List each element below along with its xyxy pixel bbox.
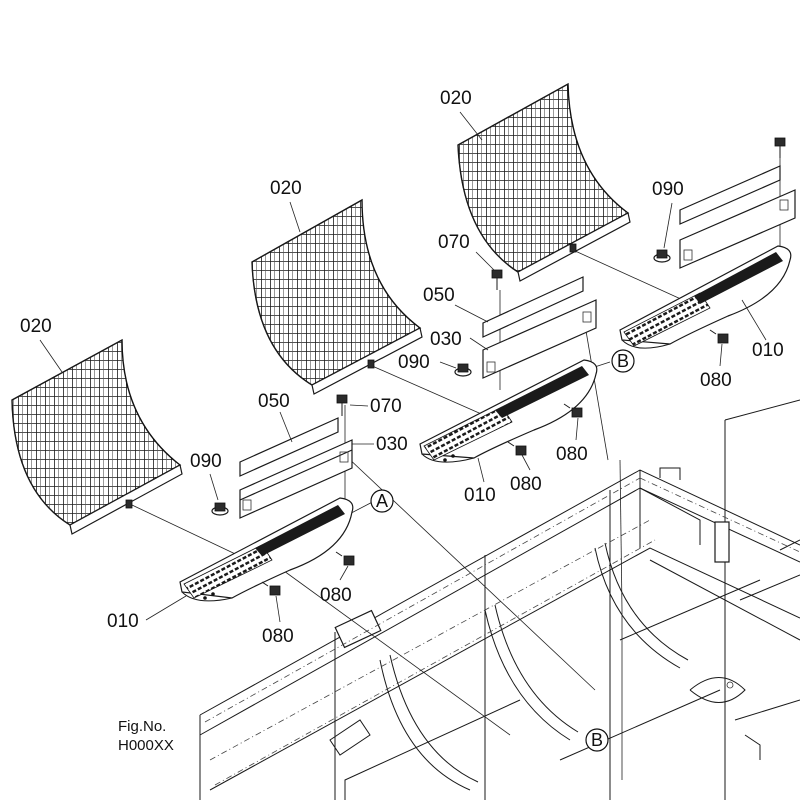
label-020-middle: 020 [270, 178, 302, 199]
reference-marker-b-top: B [611, 349, 635, 373]
bolt-080-middle-a [507, 441, 527, 456]
label-050-left: 050 [258, 391, 290, 412]
bolt-080-right [709, 329, 729, 344]
cover-plates-left [239, 417, 353, 519]
label-070-middle: 070 [438, 232, 470, 253]
reference-marker-b-bottom: B [585, 728, 609, 752]
bolt-090-right [653, 249, 671, 263]
label-080-middle-a: 080 [510, 474, 542, 495]
cover-plates-middle [482, 276, 597, 379]
bolt-070-middle [491, 269, 503, 290]
figure-number: Fig.No. H000XX [118, 718, 174, 754]
label-070-left: 070 [370, 396, 402, 417]
label-010-right: 010 [752, 340, 784, 361]
label-050-middle: 050 [423, 285, 455, 306]
label-030-middle: 030 [430, 329, 462, 350]
label-030-left: 030 [376, 434, 408, 455]
label-090-middle: 090 [398, 352, 430, 373]
concave-grate-right [457, 82, 631, 282]
label-080-left-b: 080 [320, 585, 352, 606]
bolt-080-left-a [261, 581, 281, 596]
guide-rail-middle [419, 359, 598, 463]
label-090-right: 090 [652, 179, 684, 200]
label-090-left: 090 [190, 451, 222, 472]
bolts [211, 137, 786, 596]
marker-b-text: B [617, 351, 629, 371]
guide-rail-right [619, 245, 792, 349]
reference-marker-a: A [370, 489, 394, 513]
marker-b-text: B [591, 730, 603, 750]
bolt-070-left [336, 394, 348, 416]
label-020-left: 020 [20, 316, 52, 337]
figure-number-label: Fig.No. [118, 718, 166, 735]
figure-number-value: H000XX [118, 737, 174, 754]
marker-a-text: A [376, 491, 388, 511]
label-010-middle: 010 [464, 485, 496, 506]
bolt-070-right [774, 137, 786, 158]
label-080-middle-b: 080 [556, 444, 588, 465]
concave-grate-middle [251, 198, 423, 395]
bolt-090-left [211, 502, 229, 516]
bolt-080-middle-b [563, 403, 583, 418]
label-010-left: 010 [107, 611, 139, 632]
bolt-090-middle [454, 363, 472, 377]
cover-plates-right [679, 165, 796, 269]
chassis-frame [199, 399, 800, 800]
concave-grate-left [11, 338, 183, 535]
label-080-left-a: 080 [262, 626, 294, 647]
bolt-080-left-b [335, 551, 355, 566]
label-020-right: 020 [440, 88, 472, 109]
guide-rail-left [179, 497, 354, 602]
label-080-right: 080 [700, 370, 732, 391]
part-labels: 020 020 020 050 050 070 070 030 030 090 … [20, 88, 784, 647]
label-leaders [39, 111, 767, 623]
